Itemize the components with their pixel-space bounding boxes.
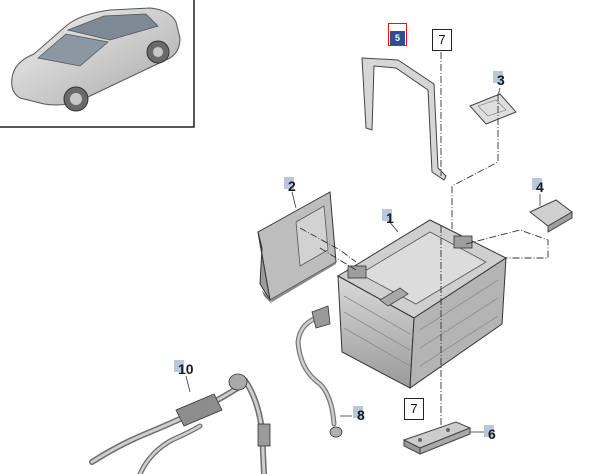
callout-7-bottom[interactable]: 7	[404, 398, 424, 420]
callout-10-label: 10	[178, 361, 194, 377]
callout-4[interactable]: 4	[532, 178, 544, 196]
callout-5-selected[interactable]: 5	[388, 23, 407, 46]
ground-cable-part	[295, 305, 343, 438]
bracket-part	[257, 191, 337, 304]
battery-part	[337, 219, 508, 389]
callout-10[interactable]: 10	[174, 360, 194, 378]
callout-5-label: 5	[390, 31, 405, 45]
vehicle-thumbnail	[0, 0, 195, 128]
leader-lines	[299, 52, 549, 430]
callout-4-label: 4	[536, 179, 544, 195]
callout-7-top[interactable]: 7	[432, 29, 452, 51]
callout-8[interactable]: 8	[353, 406, 365, 424]
callout-8-label: 8	[357, 407, 365, 423]
callout-tab	[532, 178, 542, 190]
callout-tab	[382, 209, 392, 221]
callout-tab	[493, 71, 503, 83]
callout-2-label: 2	[288, 178, 296, 194]
callout-tab	[174, 360, 184, 372]
cable-harness-part	[89, 373, 271, 474]
cover-sheet-part	[469, 93, 517, 125]
callout-tab	[284, 177, 294, 189]
callout-1[interactable]: 1	[382, 209, 394, 227]
callout-3[interactable]: 3	[493, 71, 505, 89]
callout-tab	[353, 406, 363, 418]
callout-3-label: 3	[497, 72, 505, 88]
callout-1-label: 1	[386, 210, 394, 226]
callout-leaders	[185, 87, 541, 433]
callout-6[interactable]: 6	[484, 425, 496, 443]
callout-tab	[484, 425, 494, 437]
retaining-strap-part	[361, 57, 447, 181]
base-plate-part	[402, 421, 472, 455]
callout-2[interactable]: 2	[284, 177, 296, 195]
callout-6-label: 6	[488, 426, 496, 442]
small-plate-part	[529, 199, 573, 233]
